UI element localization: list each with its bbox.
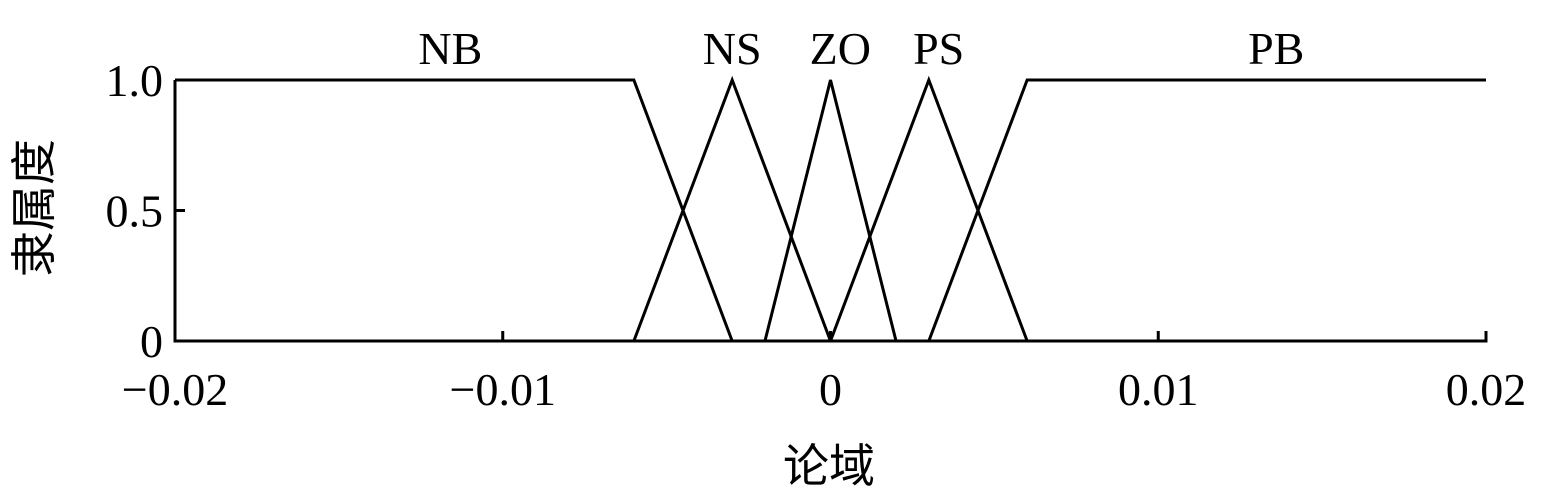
- series-group: [175, 75, 1486, 342]
- x-tick-label: −0.01: [450, 364, 556, 415]
- x-tick-label: 0.01: [1118, 364, 1199, 415]
- x-tick-label: 0: [819, 364, 842, 415]
- y-tick-label: 1.0: [106, 55, 164, 106]
- y-tick-label: 0.5: [106, 186, 164, 237]
- series-line-zo: [763, 79, 898, 342]
- x-tick-label: 0.02: [1446, 364, 1527, 415]
- series-labels: NB NS ZO PS PB: [418, 23, 1304, 74]
- series-label-nb: NB: [418, 23, 482, 74]
- x-tick-label: −0.02: [122, 364, 228, 415]
- y-axis-title: 隶属度: [9, 139, 60, 277]
- series-line-ps: [829, 75, 1029, 342]
- y-tick-label: 0: [140, 316, 163, 367]
- series-label-zo: ZO: [810, 23, 871, 74]
- series-label-ps: PS: [913, 23, 964, 74]
- series-label-pb: PB: [1248, 23, 1304, 74]
- series-line-pb: [927, 78, 1486, 342]
- axes: −0.02 −0.01 0 0.01 0.02 0 0.5 1.0: [106, 55, 1527, 415]
- series-line-ns: [632, 75, 832, 342]
- series-line-nb: [175, 78, 734, 342]
- series-label-ns: NS: [703, 23, 762, 74]
- x-axis-title: 论域: [783, 441, 875, 492]
